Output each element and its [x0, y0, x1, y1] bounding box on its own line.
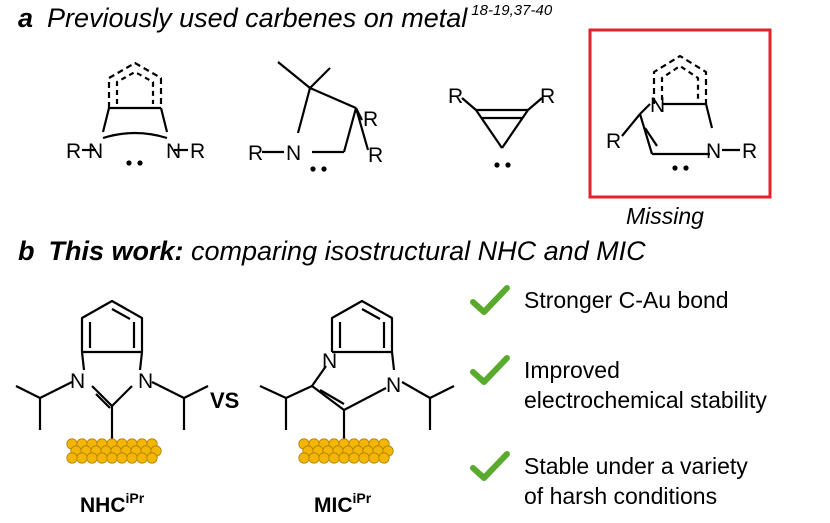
feature-text: Improved electrochemical stability [524, 355, 767, 415]
atom-r-2b: R [363, 108, 378, 131]
feature-text-line: electrochemical stability [524, 387, 767, 413]
atom-r-2a: R [248, 142, 263, 165]
missing-highlight-box [588, 28, 772, 199]
feature-text-line: Improved [524, 357, 620, 383]
atom-r-2c: R [368, 144, 383, 167]
atom-n-1b: N [166, 140, 181, 163]
feature-text: Stable under a variety of harsh condition… [524, 451, 748, 511]
mic-label-sup: iPr [352, 490, 372, 506]
atom-n-1a: N [88, 140, 103, 163]
atom-r-1a: R [66, 140, 81, 163]
atom-n-4a: N [650, 94, 665, 117]
section-a-structures: R N N R R N R R R R N N R R [66, 28, 772, 199]
mic-atom-n-top: N [322, 350, 337, 373]
feature-item: Stronger C-Au bond [470, 285, 729, 315]
section-b-letter: b [18, 236, 35, 266]
mic-ipr-structure [259, 299, 455, 440]
gold-surface-icon [66, 438, 162, 464]
section-b-structures: N N N N [15, 299, 455, 464]
nhc-label-text: NHC [80, 494, 126, 517]
check-icon [470, 451, 510, 481]
atom-r-4a: R [606, 130, 621, 153]
check-icon [470, 285, 510, 315]
vs-label: VS [210, 388, 240, 413]
carbene-cyclopropenylidene [461, 97, 543, 149]
feature-text: Stronger C-Au bond [524, 285, 729, 315]
check-icon [470, 355, 510, 385]
section-a-refs: 18-19,37-40 [471, 2, 553, 19]
nhc-ipr-structure [15, 299, 209, 440]
nhc-atom-n-left: N [70, 370, 85, 393]
atom-n-2: N [286, 142, 301, 165]
nhc-label-sup: iPr [125, 490, 145, 506]
missing-label: Missing [626, 203, 704, 229]
gold-surface-icon [298, 438, 394, 464]
nhc-label: NHCiPr [80, 490, 144, 518]
feature-item: Stable under a variety of harsh condition… [470, 451, 748, 511]
section-b-heading: b This work: comparing isostructural NHC … [18, 236, 646, 267]
nhc-atom-n-right: N [138, 370, 153, 393]
section-b-title-bold: This work: [48, 236, 184, 266]
feature-text-line: of harsh conditions [524, 483, 718, 509]
feature-text-line: Stronger C-Au bond [524, 287, 729, 313]
carbene-benzimidazolylidene [82, 61, 188, 152]
mic-label: MICiPr [314, 490, 371, 518]
carbene-caac [262, 61, 370, 154]
section-a-letter: a [18, 3, 34, 33]
atom-r-4b: R [742, 140, 757, 163]
carbene-mic-missing [621, 54, 740, 156]
atom-r-3b: R [540, 85, 555, 108]
lone-pairs [126, 160, 689, 172]
feature-text-line: Stable under a variety [524, 453, 748, 479]
atom-r-1b: R [190, 140, 205, 163]
mic-atom-n-right: N [386, 374, 401, 397]
atom-n-4b: N [706, 140, 721, 163]
feature-item: Improved electrochemical stability [470, 355, 767, 415]
section-a-title: Previously used carbenes on metal [47, 3, 468, 33]
mic-label-text: MIC [314, 494, 353, 517]
section-b-title-rest: comparing isostructural NHC and MIC [183, 236, 646, 266]
atom-r-3a: R [448, 85, 463, 108]
